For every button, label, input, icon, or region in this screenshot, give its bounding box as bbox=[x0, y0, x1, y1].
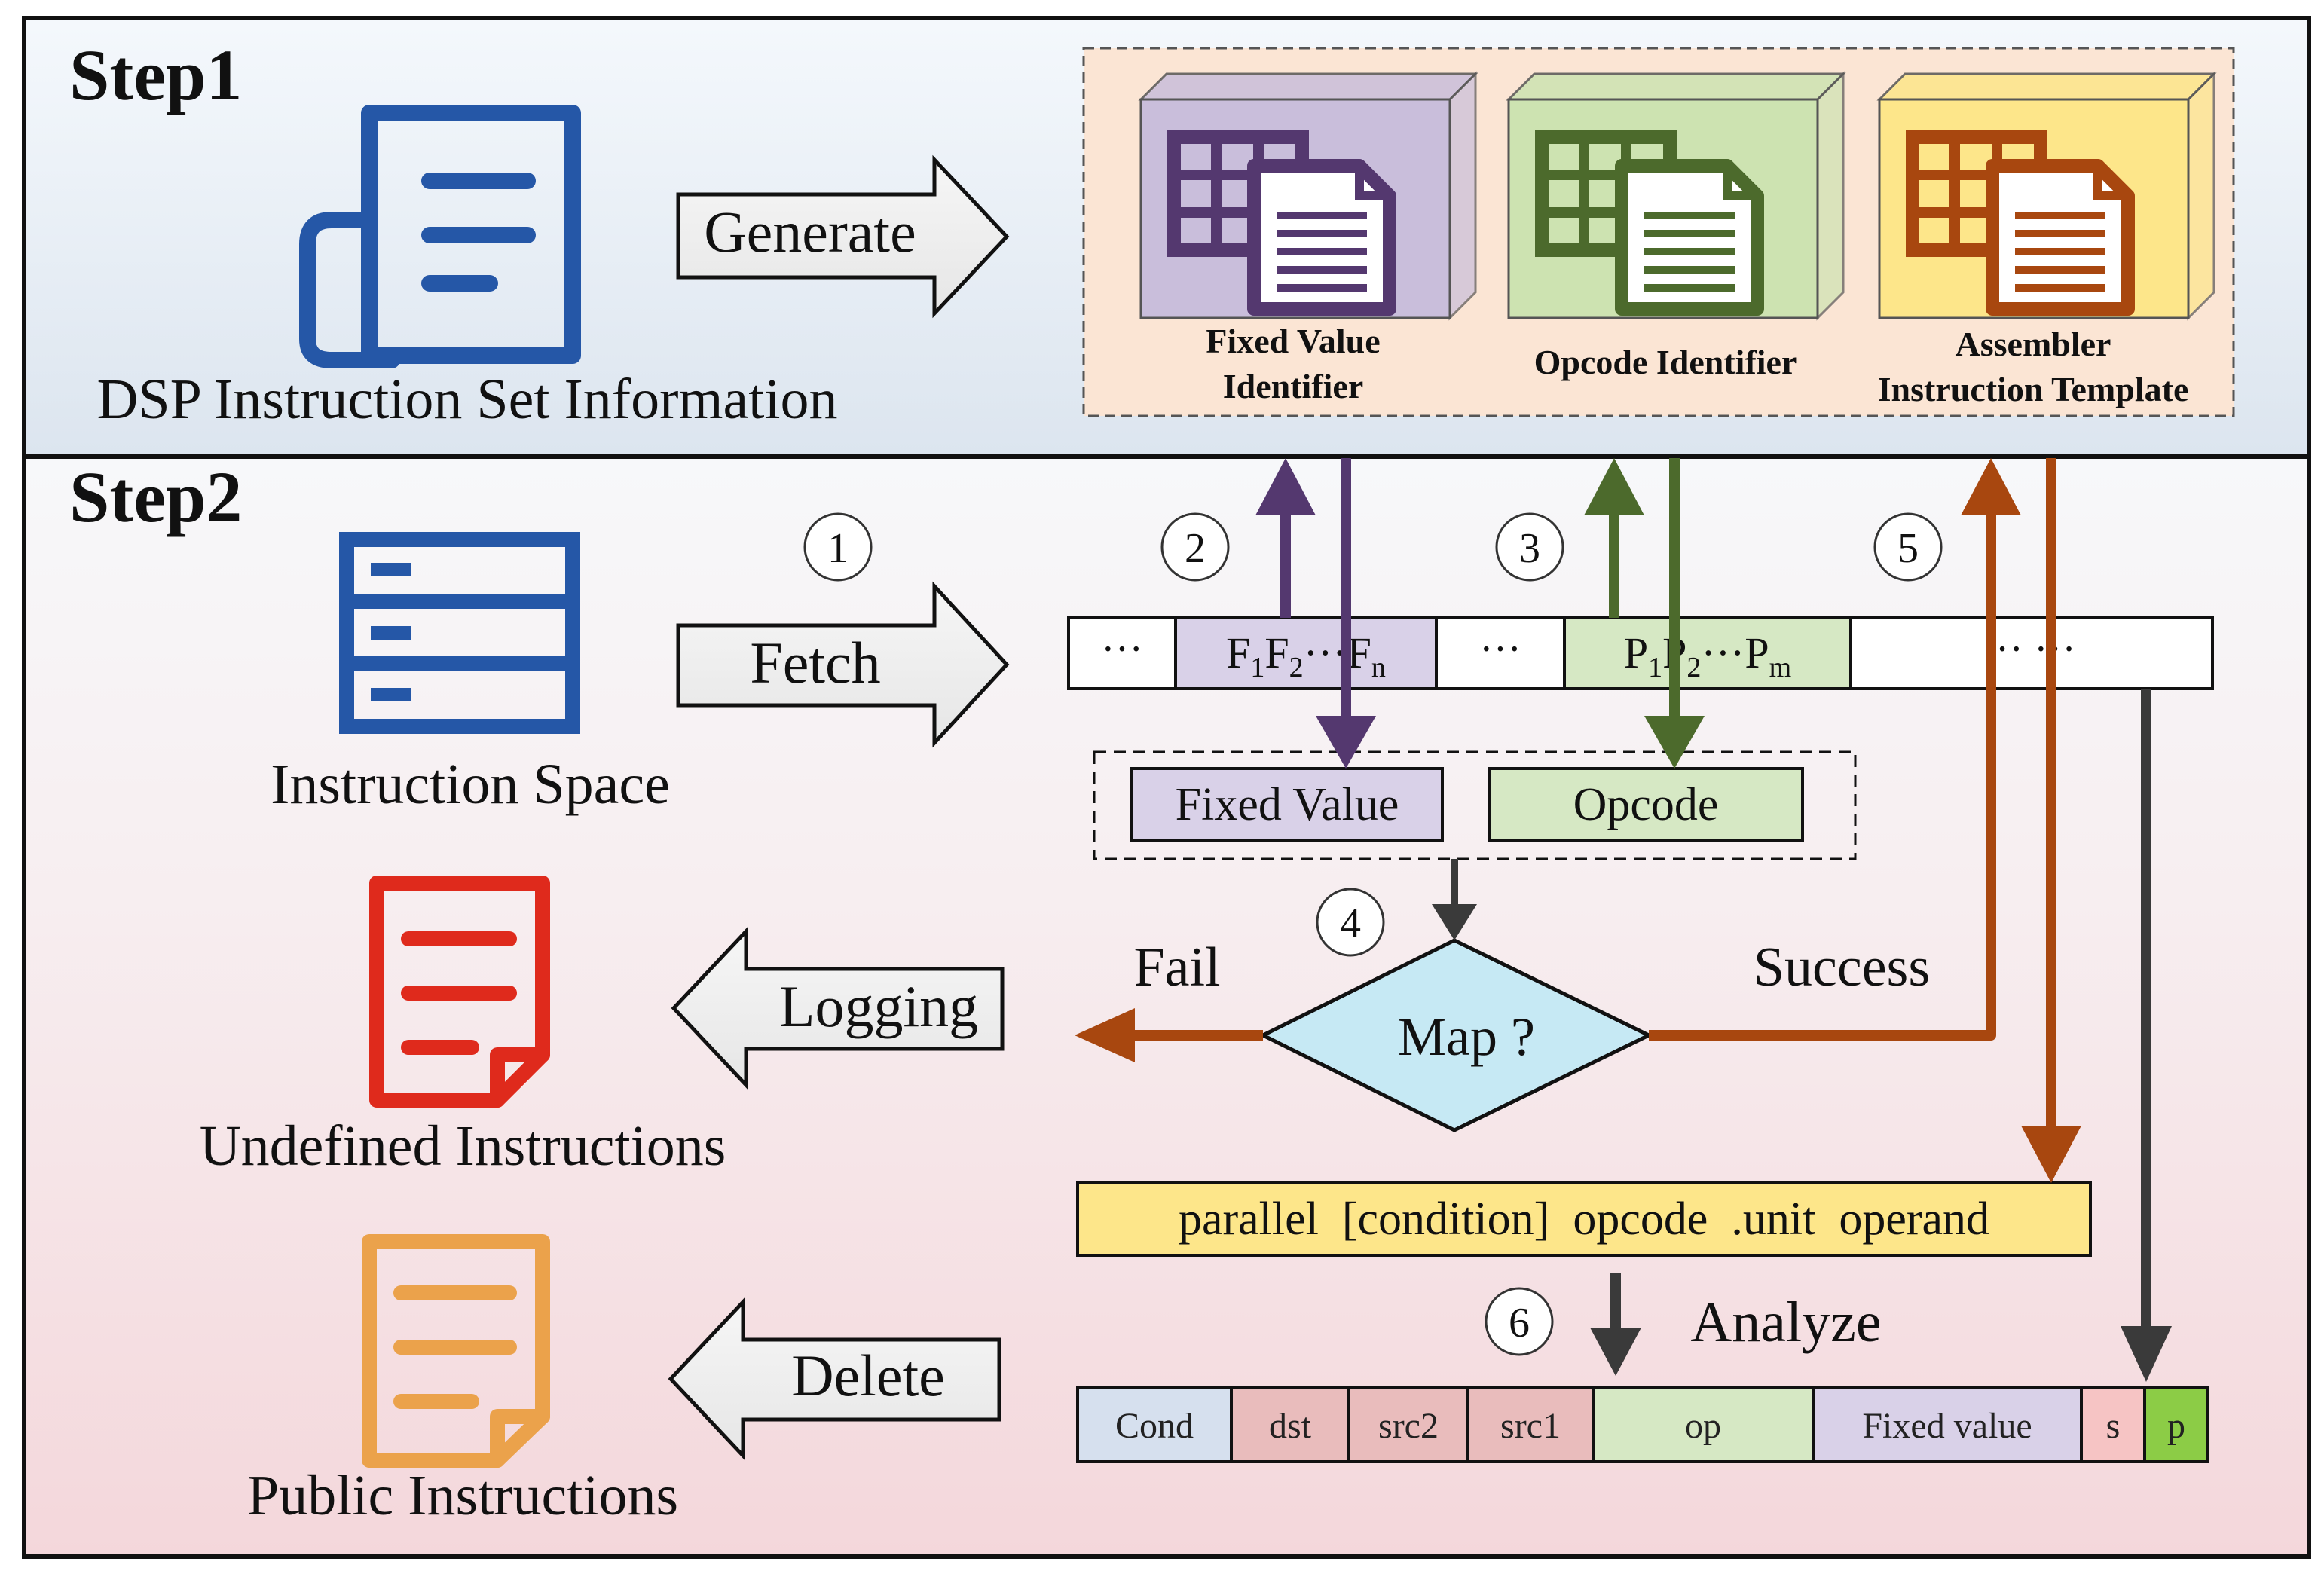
generate-label: Generate bbox=[704, 199, 916, 264]
bitstream-ellipsis-2: ··· bbox=[1479, 626, 1521, 673]
instruction-field-row: Cond dst src2 src1 op Fixed value s p bbox=[1076, 1386, 2209, 1463]
undefined-instructions-icon bbox=[369, 876, 550, 1108]
map-label: Map ? bbox=[1398, 1007, 1535, 1067]
field-cell-cond bbox=[1076, 1386, 1233, 1463]
field-cell-s bbox=[2080, 1386, 2146, 1463]
step2-title: Step2 bbox=[69, 457, 242, 537]
bitstream-cell-ellipsis-2 bbox=[1435, 616, 1566, 690]
delete-arrow bbox=[668, 1297, 1001, 1461]
public-instructions-label: Public Instructions bbox=[247, 1464, 678, 1527]
step-circle-6: 6 bbox=[1485, 1287, 1554, 1356]
field-label-s: s bbox=[2106, 1406, 2121, 1446]
svg-text:3: 3 bbox=[1519, 525, 1540, 572]
svg-text:2: 2 bbox=[1185, 525, 1206, 572]
svg-text:1: 1 bbox=[827, 525, 849, 572]
delete-label: Delete bbox=[791, 1343, 945, 1408]
instruction-space-label: Instruction Space bbox=[271, 753, 670, 816]
instruction-set-document-icon bbox=[299, 105, 581, 368]
analyze-label: Analyze bbox=[1690, 1291, 1881, 1354]
bitstream-cell-fixed-bits bbox=[1174, 616, 1438, 690]
field-label-fixed-value: Fixed value bbox=[1862, 1406, 2032, 1446]
success-label: Success bbox=[1754, 937, 1930, 998]
bitstream-fixed-bits-label: F1F2···Fn bbox=[1226, 628, 1386, 683]
field-cell-op bbox=[1592, 1386, 1815, 1463]
fail-label: Fail bbox=[1133, 937, 1220, 998]
bitstream-tail: ··· ··· bbox=[1981, 626, 2076, 673]
template-line-text: parallel [condition] opcode .unit operan… bbox=[1179, 1193, 1989, 1245]
step-circle-3: 3 bbox=[1495, 512, 1564, 582]
fixed-value-identifier-line1: Fixed Value bbox=[1206, 322, 1380, 360]
fixed-value-box bbox=[1130, 767, 1444, 842]
field-cell-src1 bbox=[1466, 1386, 1595, 1463]
step-circle-4: 4 bbox=[1316, 888, 1385, 957]
generate-arrow bbox=[676, 154, 1010, 319]
fetch-label: Fetch bbox=[750, 630, 880, 695]
step-circle-2: 2 bbox=[1160, 512, 1230, 582]
fixed-value-identifier-line2: Identifier bbox=[1223, 367, 1364, 405]
flow-arrows bbox=[1075, 458, 2172, 1382]
assembler-template-line1: Assembler bbox=[1956, 325, 2111, 363]
bitstream-cell-ellipsis-1 bbox=[1067, 616, 1177, 690]
svg-text:6: 6 bbox=[1509, 1300, 1530, 1346]
field-label-p: p bbox=[2167, 1406, 2185, 1446]
fixed-value-label: Fixed Value bbox=[1176, 779, 1399, 830]
svg-text:4: 4 bbox=[1340, 900, 1361, 947]
dsp-instruction-set-label: DSP Instruction Set Information bbox=[97, 368, 838, 431]
assembler-template-line2: Instruction Template bbox=[1878, 370, 2189, 408]
instruction-space-icon bbox=[339, 532, 580, 734]
extracted-fields-group bbox=[1093, 750, 1857, 860]
field-label-dst: dst bbox=[1269, 1406, 1312, 1446]
undefined-instructions-label: Undefined Instructions bbox=[200, 1114, 726, 1178]
field-label-src1: src1 bbox=[1500, 1406, 1561, 1446]
opcode-identifier-line1: Opcode Identifier bbox=[1534, 343, 1797, 381]
field-cell-p bbox=[2143, 1386, 2209, 1463]
svg-text:5: 5 bbox=[1897, 525, 1919, 572]
field-label-op: op bbox=[1685, 1406, 1721, 1446]
fetch-arrow bbox=[676, 581, 1010, 748]
success-arrow bbox=[1649, 503, 1996, 1041]
step1-title: Step1 bbox=[69, 35, 242, 115]
logging-arrow bbox=[671, 926, 1005, 1090]
opcode-box bbox=[1488, 767, 1804, 842]
bitstream-ellipsis-1: ··· bbox=[1101, 626, 1143, 673]
outer-frame bbox=[22, 16, 2311, 1559]
public-instructions-icon bbox=[362, 1234, 550, 1468]
bitstream-row: ··· F1F2···Fn ··· P1P2···Pm ··· ··· bbox=[1067, 616, 2214, 690]
opcode-label: Opcode bbox=[1573, 779, 1719, 830]
identifier-boxes bbox=[1138, 71, 2217, 321]
fixed-value-identifier-box bbox=[1138, 71, 1478, 321]
step-circle-5: 5 bbox=[1873, 512, 1943, 582]
field-label-src2: src2 bbox=[1378, 1406, 1439, 1446]
bitstream-cell-tail bbox=[1849, 616, 2214, 690]
field-cell-fixed-value bbox=[1812, 1386, 2083, 1463]
field-label-cond: Cond bbox=[1115, 1406, 1194, 1446]
step-circle-1: 1 bbox=[803, 512, 873, 582]
assembler-template-box-3d bbox=[1876, 71, 2217, 321]
bitstream-opcode-bits-label: P1P2···Pm bbox=[1624, 628, 1791, 683]
logging-label: Logging bbox=[779, 973, 978, 1039]
opcode-identifier-box bbox=[1506, 71, 1846, 321]
assembler-template-box bbox=[1076, 1181, 2092, 1257]
